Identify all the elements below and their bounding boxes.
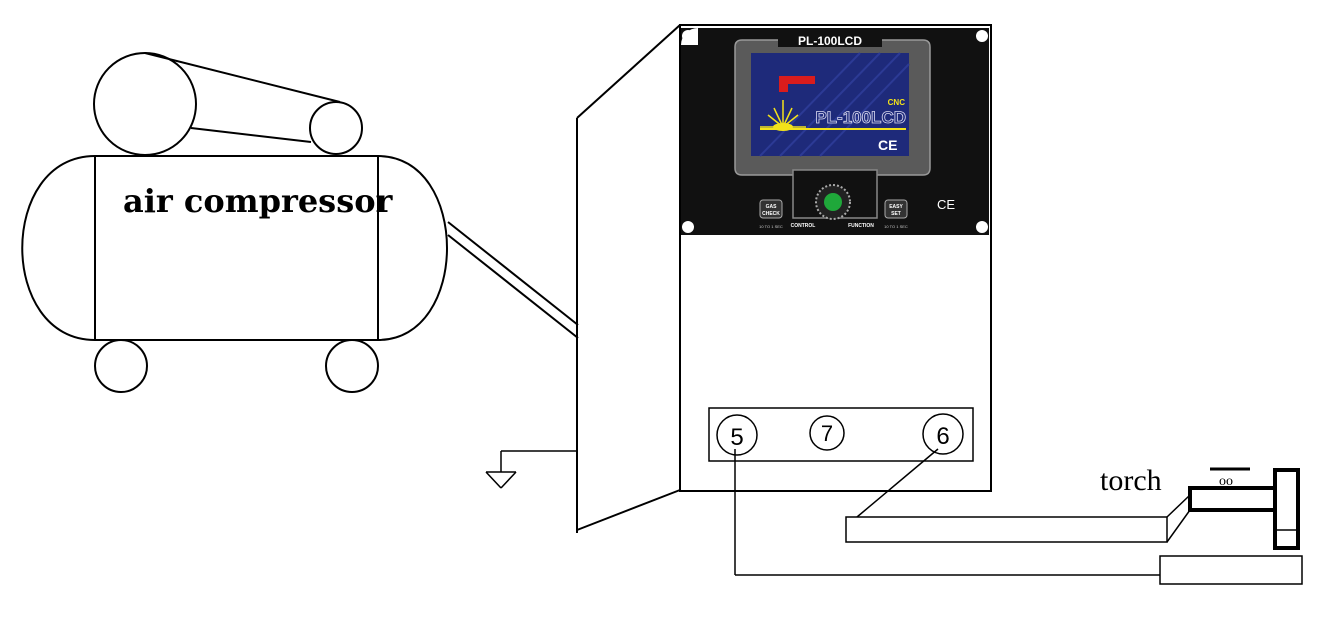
- terminal-6-label: 6: [936, 423, 949, 450]
- torch-mark: oo: [1219, 474, 1233, 489]
- wire-terminal-6: [856, 448, 939, 518]
- knob-label-function: FUNCTION: [848, 223, 874, 229]
- model-badge: [778, 33, 882, 47]
- screen-small-text: CNC: [888, 98, 906, 107]
- model-badge-text: PL-100LCD: [798, 34, 862, 48]
- gas-check-label-top: GAS: [766, 204, 778, 210]
- easy-set-sub-label: 10 TO 1 SEC: [884, 224, 908, 229]
- compressor-belt-top: [144, 52, 341, 103]
- torch-icon: [1166, 467, 1300, 550]
- screen-model-text: PL-100LCD: [815, 108, 906, 127]
- gas-check-label-bottom: CHECK: [762, 211, 780, 217]
- controller-panel: PL-100LCD CNC PL-100LCD CE CONT: [681, 28, 989, 235]
- compressor-wheel-left: [94, 339, 148, 393]
- terminal-7-label: 7: [821, 421, 833, 446]
- knob-label-control: CONTROL: [791, 223, 816, 229]
- air-hose: [447, 221, 579, 339]
- torch-cable: [845, 516, 1168, 543]
- air-compressor: [21, 52, 448, 393]
- work-clamp-cable: [1159, 555, 1303, 585]
- easy-set-button[interactable]: EASY SET: [884, 199, 908, 219]
- wiring: [734, 448, 1160, 576]
- terminal-5-label: 5: [730, 424, 743, 451]
- ground-symbol-icon: [485, 450, 577, 489]
- terminal-6: 6: [922, 413, 964, 455]
- compressor-belt-bottom: [190, 127, 312, 143]
- knob-led-icon: [824, 193, 842, 211]
- easy-set-label-top: EASY: [889, 204, 903, 210]
- torch-label: torch: [1100, 464, 1162, 497]
- screen-torch-icon: [779, 76, 815, 92]
- terminal-7: 7: [809, 415, 845, 451]
- screen-stripes: [759, 52, 910, 157]
- gas-check-button[interactable]: GAS CHECK: [759, 199, 783, 219]
- panel-ce-mark: CE: [937, 197, 955, 212]
- gas-check-sub-label: 10 TO 1 SEC: [759, 224, 783, 229]
- easy-set-label-bottom: SET: [891, 211, 901, 217]
- compressor-label: air compressor: [123, 182, 394, 220]
- terminal-5: 5: [716, 414, 758, 456]
- compressor-pulley-large: [93, 52, 197, 156]
- screen-ce-mark: CE: [878, 137, 897, 153]
- compressor-wheel-right: [325, 339, 379, 393]
- compressor-pulley-small: [309, 101, 363, 155]
